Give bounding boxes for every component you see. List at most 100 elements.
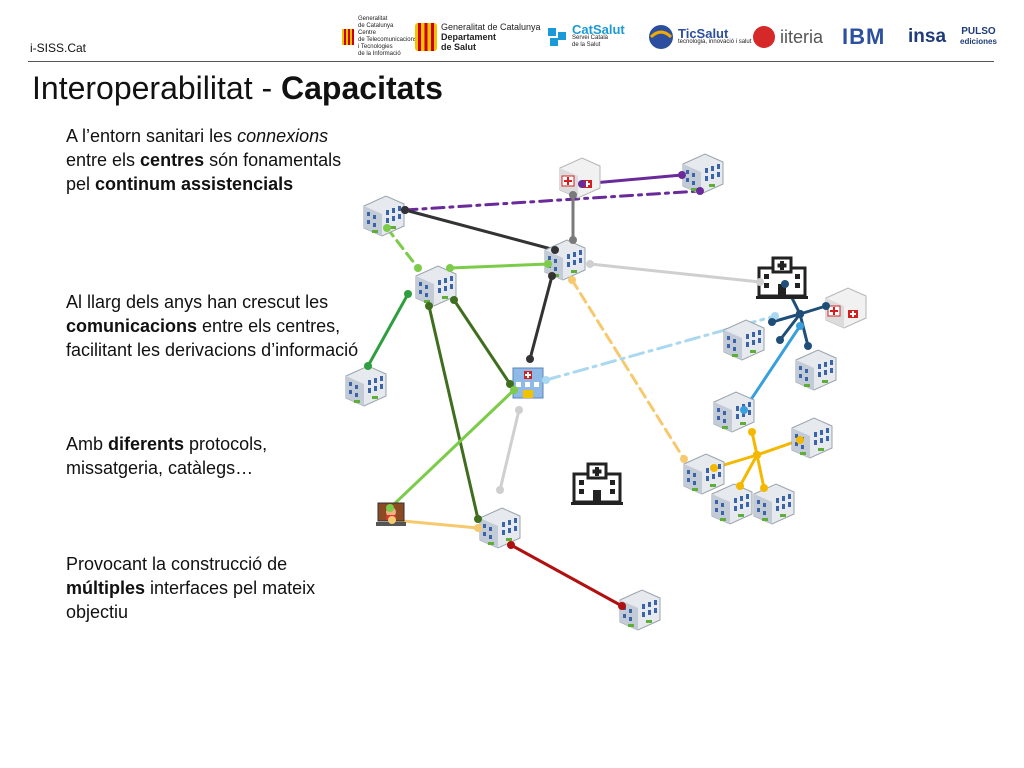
logo-line: iiteria: [780, 27, 824, 47]
building-icon: [682, 153, 724, 195]
text-run: entre els: [66, 150, 141, 170]
connection-endpoint: [796, 310, 804, 318]
connection-endpoint: [548, 272, 556, 280]
paragraph-connexions: A l’entorn sanitari les connexions entre…: [66, 124, 366, 196]
building-icon: [713, 391, 755, 433]
paragraph-interfaces: Provocant la construcció de múltiples in…: [66, 552, 366, 624]
text-run: A l’entorn sanitari les: [66, 126, 238, 146]
title-main: Interoperabilitat -: [32, 70, 282, 106]
connection-layer: [366, 173, 828, 608]
generalitat-shield-icon: [415, 23, 437, 51]
connection-endpoint: [569, 236, 577, 244]
connection-endpoint: [526, 355, 534, 363]
building-icon: [479, 507, 521, 549]
hospital-icon: [754, 256, 810, 301]
paragraph-comunicacions: Al llarg dels anys han crescut les comun…: [66, 290, 366, 362]
connection-endpoint: [796, 436, 804, 444]
building-icon: [683, 453, 725, 495]
connection-line: [798, 304, 828, 316]
connection-endpoint: [474, 524, 482, 532]
logo-line: tecnologia, innovació i salut: [678, 38, 752, 45]
connection-endpoint: [586, 260, 594, 268]
logo-line: Generalitat de Catalunya: [441, 22, 541, 32]
connection-line: [798, 312, 810, 348]
building-icon: [345, 365, 387, 407]
page-title: Interoperabilitat - Capacitats: [32, 70, 443, 107]
title-bold: Capacitats: [281, 70, 443, 106]
hospital-icon: [825, 287, 867, 329]
connection-endpoint: [680, 455, 688, 463]
iiteria-logo: iiteria: [752, 16, 823, 58]
logo-line: TicSalut: [678, 25, 729, 41]
connection-endpoint: [510, 386, 518, 394]
connection-endpoint: [736, 482, 744, 490]
connection-line: [742, 324, 802, 412]
globe-icon: [649, 25, 673, 49]
connection-endpoint: [678, 171, 686, 179]
clinic-icon: [512, 367, 544, 399]
connection-endpoint: [386, 504, 394, 512]
connection-endpoint: [618, 602, 626, 610]
text-run: interfaces pel mateix objectiu: [66, 578, 316, 622]
departament-salut-logo: Generalitat de Catalunya Departament de …: [415, 16, 541, 58]
connection-endpoint: [569, 191, 577, 199]
connection-line: [427, 304, 480, 521]
logo-line: de Telecomunicacions: [358, 37, 417, 43]
connection-endpoint: [446, 264, 454, 272]
building-icon: [795, 349, 837, 391]
connection-endpoint: [474, 515, 482, 523]
logo-strip: Generalitat de Catalunya Centre de Telec…: [342, 12, 1012, 62]
connection-endpoint: [748, 428, 756, 436]
catsalut-logo: CatSalut Servei Català de la Salut: [546, 16, 625, 58]
connection-endpoint: [515, 406, 523, 414]
text-run: entre els centres, facilitant les deriva…: [66, 316, 359, 360]
generalitat-shield-icon: [342, 29, 354, 45]
logo-line: Servei Català: [572, 35, 609, 41]
text-run: Al llarg dels anys han crescut les: [66, 292, 329, 312]
logo-line: de Salut: [441, 42, 477, 52]
logo-line: PULSO: [961, 26, 996, 37]
connection-line: [403, 189, 702, 212]
connection-line: [509, 543, 624, 608]
connection-endpoint: [768, 318, 776, 326]
connection-endpoint: [551, 246, 559, 254]
logo-line: CatSalut: [572, 22, 625, 37]
logo-line: insa: [908, 26, 947, 47]
hospital-icon: [559, 157, 601, 199]
iiteria-circle-icon: [753, 26, 775, 48]
logo-line: de la Informació: [358, 51, 401, 57]
building-icon: [753, 483, 795, 525]
connection-endpoint: [756, 278, 764, 286]
text-run: centres: [140, 150, 205, 170]
connection-endpoint: [740, 406, 748, 414]
insa-logo: insa: [908, 16, 946, 58]
connection-line: [403, 208, 557, 252]
endpoint-dot-layer: [364, 171, 830, 610]
connection-line: [385, 226, 420, 270]
connection-endpoint: [804, 342, 812, 350]
pulso-logo: PULSO ediciones: [960, 16, 997, 58]
paragraph-protocols: Amb diferents protocols, missatgeria, ca…: [66, 432, 366, 480]
connection-line: [452, 298, 512, 386]
node-layer: [345, 153, 867, 631]
text-run: protocols, missatgeria, catàlegs…: [66, 434, 268, 478]
catsalut-mark-icon: [548, 28, 566, 46]
connection-endpoint: [771, 312, 779, 320]
connection-line: [588, 262, 762, 284]
connection-endpoint: [776, 336, 784, 344]
connection-endpoint: [781, 280, 789, 288]
connection-endpoint: [450, 296, 458, 304]
text-run: són fonamentals pel: [66, 150, 342, 194]
connection-line: [366, 292, 410, 368]
connection-endpoint: [383, 224, 391, 232]
logo-line: i Tecnologies: [358, 44, 393, 50]
connection-line: [498, 408, 521, 492]
hospital-icon: [569, 462, 625, 507]
header-label: i-SISS.Cat: [30, 41, 87, 55]
connection-line: [770, 312, 802, 324]
connection-endpoint: [578, 180, 586, 188]
connection-endpoint: [568, 276, 576, 284]
connection-endpoint: [496, 486, 504, 494]
connection-endpoint: [542, 376, 550, 384]
connection-endpoint: [364, 362, 372, 370]
